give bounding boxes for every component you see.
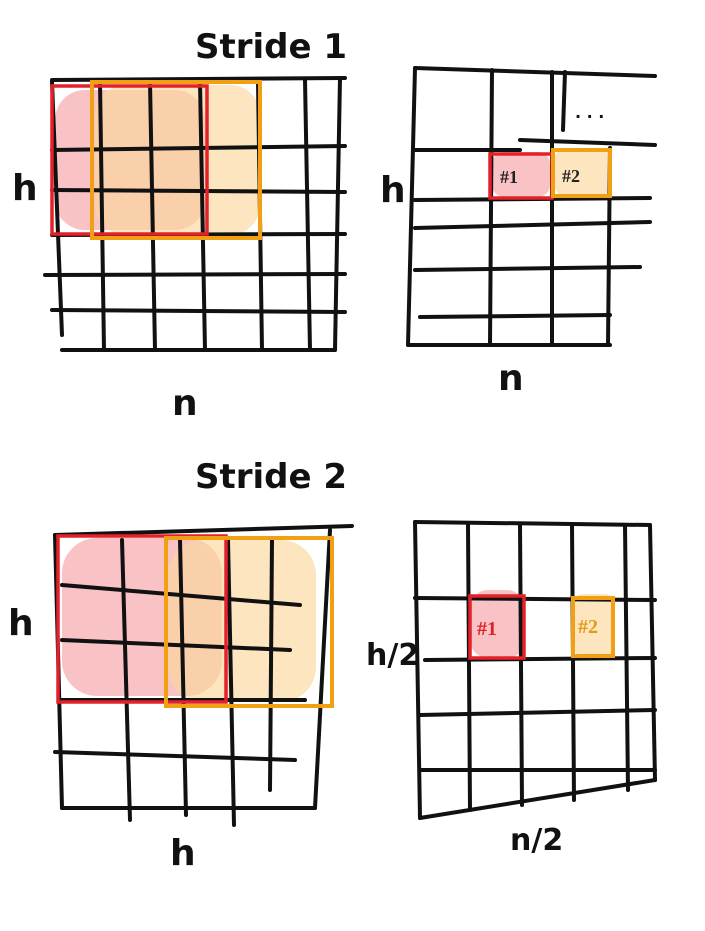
- stride1-output-grid: #1 #2 . . .: [406, 66, 657, 347]
- stride1-output-grid-lines: [406, 66, 657, 347]
- stride2-output-cell2-label: #2: [578, 616, 598, 638]
- stride1-title: Stride 1: [195, 27, 347, 67]
- stride2-window2: [164, 536, 334, 708]
- stride2-input-grid: [53, 524, 354, 827]
- stride2-title: Stride 2: [195, 457, 347, 497]
- stride2-output-cell2: [571, 596, 615, 658]
- stride2-output-cell1: [468, 594, 526, 660]
- stride1-right-width-label: n: [498, 358, 524, 399]
- stride1-right-height-label: h: [380, 170, 406, 211]
- stride2-input-grid-lines: [53, 524, 354, 827]
- stride2-window1: [56, 534, 228, 704]
- stride2-left-height-label: h: [8, 603, 34, 644]
- stride2-output-grid-lines: [413, 520, 657, 820]
- stride1-input-grid: [43, 76, 347, 352]
- stride1-window1: [50, 84, 209, 236]
- stride1-left-width-label: n: [172, 383, 198, 424]
- stride2-output-grid: #1 #2: [413, 520, 657, 820]
- stride2-output-cell1-fill: [470, 590, 525, 658]
- stride1-window2: [90, 80, 262, 240]
- stride2-window2-fill: [168, 540, 316, 702]
- stride2-right-height-label: h/2: [366, 638, 419, 673]
- stride1-output-cell1-label: #1: [500, 167, 518, 187]
- stride2-right-width-label: n/2: [510, 823, 563, 858]
- stride1-window2-fill: [95, 85, 260, 235]
- stride1-ellipsis: . . .: [575, 103, 604, 122]
- stride1-output-cell2-fill: [555, 148, 610, 196]
- stride2-left-width-label: h: [170, 833, 196, 874]
- stride1-output-cell1-fill: [492, 152, 550, 197]
- stride1-left-height-label: h: [12, 168, 38, 209]
- stride2-output-cell2-fill: [573, 594, 615, 656]
- stride1-output-cell2: [551, 148, 612, 198]
- stride2-output-cell1-label: #1: [477, 618, 497, 640]
- stride1-output-cell2-label: #2: [562, 166, 580, 186]
